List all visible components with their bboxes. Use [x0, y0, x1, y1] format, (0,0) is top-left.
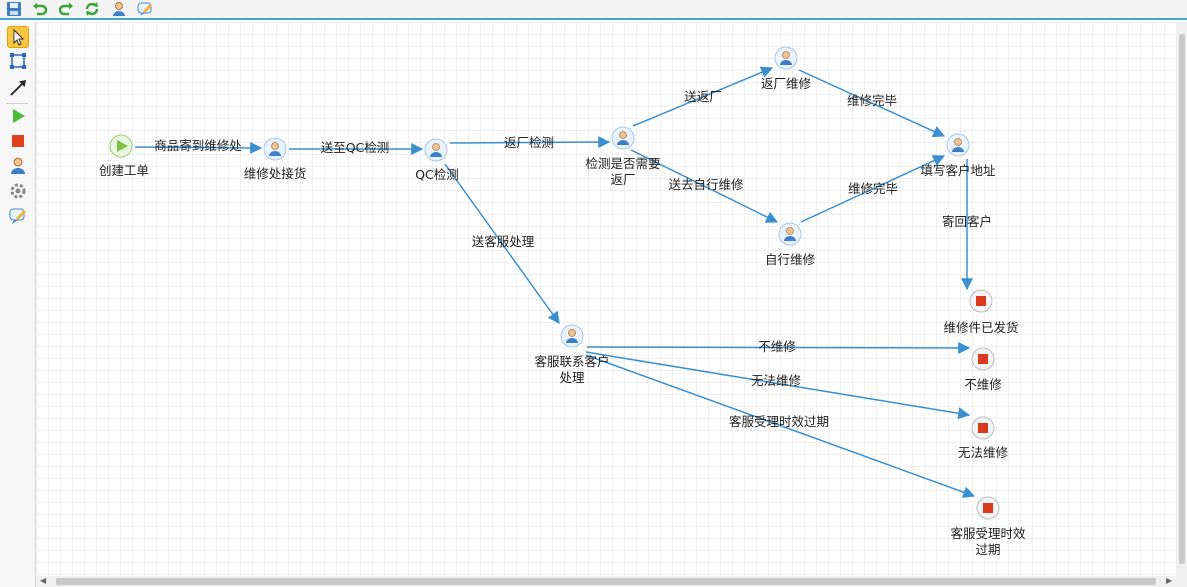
edge-label: 送返厂	[684, 89, 722, 104]
edge-label: 返厂检测	[504, 135, 554, 150]
edge-line[interactable]	[798, 69, 946, 137]
edge-label: 送至QC检测	[321, 140, 390, 155]
edge-line[interactable]	[632, 66, 774, 127]
edge[interactable]: 维修完毕	[798, 69, 946, 137]
node-shipped[interactable]: 维修件已发货	[943, 289, 1019, 335]
edge-line[interactable]	[800, 155, 946, 223]
node-label: 维修件已发货	[943, 320, 1018, 335]
edge-line[interactable]	[444, 163, 560, 324]
edge[interactable]: 送去自行维修	[630, 149, 779, 223]
vertical-scrollbar[interactable]	[1177, 22, 1187, 576]
node-factory-repair[interactable]: 返厂维修	[761, 46, 812, 91]
marquee-tool-icon[interactable]	[8, 51, 28, 71]
edge-label: 不维修	[758, 339, 796, 354]
node-label: 创建工单	[99, 163, 149, 178]
redo-icon[interactable]	[58, 1, 74, 17]
connection-tool-icon[interactable]	[8, 78, 28, 98]
start-node-tool-icon[interactable]	[8, 106, 28, 126]
user-icon[interactable]	[111, 1, 127, 17]
edge[interactable]: 维修完毕	[800, 155, 946, 223]
select-tool-icon[interactable]	[7, 26, 29, 48]
user-task-tool-icon[interactable]	[8, 156, 28, 176]
edge[interactable]: 客服受理时效过期	[585, 354, 976, 498]
scroll-left-icon[interactable]: ◀	[40, 576, 47, 585]
edge[interactable]: 无法维修	[585, 351, 971, 420]
node-expired[interactable]: 客服受理时效过期	[950, 496, 1026, 557]
node-label: 客服联系客户	[534, 354, 609, 369]
edge-label: 送去自行维修	[668, 177, 744, 192]
edge-line[interactable]	[586, 341, 971, 354]
edge[interactable]: 商品寄到维修处	[134, 138, 263, 154]
edge-label: 送客服处理	[472, 234, 535, 249]
edge[interactable]: 送客服处理	[444, 163, 560, 324]
edge[interactable]: 送至QC检测	[289, 140, 424, 155]
node-label: 填写客户地址	[920, 163, 996, 178]
toolbar	[0, 0, 1187, 20]
node-label: 客服受理时效	[950, 526, 1026, 541]
edge-label: 维修完毕	[847, 93, 897, 108]
node-label: 无法维修	[958, 445, 1009, 460]
node-no-repair[interactable]: 不维修	[964, 347, 1002, 392]
node-cannot-repair[interactable]: 无法维修	[958, 416, 1009, 460]
edge-line[interactable]	[449, 136, 611, 149]
node-label: 返厂维修	[761, 76, 812, 91]
edge-line[interactable]	[630, 149, 779, 223]
node-label: QC检测	[415, 167, 459, 182]
node-label: 检测是否需要	[585, 156, 660, 171]
horizontal-scrollbar[interactable]: ◀ ▶	[36, 576, 1187, 587]
service-task-tool-icon[interactable]	[8, 181, 28, 201]
tool-palette	[0, 22, 36, 587]
node-label: 返厂	[610, 172, 635, 187]
node-label: 处理	[559, 370, 585, 385]
comment-tool-icon[interactable]	[8, 206, 28, 226]
node-label: 过期	[975, 542, 1000, 557]
node-fill-address[interactable]: 填写客户地址	[920, 133, 996, 178]
workflow-diagram: 商品寄到维修处送至QC检测返厂检测送返厂送去自行维修维修完毕维修完毕寄回客户送客…	[99, 46, 1026, 557]
edges-layer: 商品寄到维修处送至QC检测返厂检测送返厂送去自行维修维修完毕维修完毕寄回客户送客…	[134, 66, 992, 498]
edge[interactable]: 送返厂	[632, 66, 774, 127]
node-label: 维修处接货	[244, 166, 307, 181]
edge-label: 商品寄到维修处	[154, 138, 242, 153]
edge-line[interactable]	[585, 354, 976, 498]
edge-line[interactable]	[585, 351, 971, 420]
vertical-scroll-thumb[interactable]	[1179, 34, 1185, 564]
edge-line[interactable]	[134, 141, 263, 154]
node-label: 不维修	[964, 377, 1002, 392]
edge-label: 维修完毕	[848, 181, 898, 196]
edge[interactable]: 不维修	[586, 339, 971, 354]
node-self-repair[interactable]: 自行维修	[765, 222, 816, 267]
undo-icon[interactable]	[32, 1, 48, 17]
edge[interactable]: 寄回客户	[942, 159, 992, 291]
edge[interactable]: 返厂检测	[449, 135, 611, 150]
node-repair-receive[interactable]: 维修处接货	[244, 137, 307, 181]
diagram-canvas[interactable]: 商品寄到维修处送至QC检测返厂检测送返厂送去自行维修维修完毕维修完毕寄回客户送客…	[36, 22, 1177, 576]
node-create-order[interactable]: 创建工单	[99, 134, 149, 178]
edge-label: 客服受理时效过期	[729, 414, 829, 429]
horizontal-scroll-thumb[interactable]	[56, 578, 1156, 585]
comment-icon[interactable]	[137, 1, 153, 17]
edge-label: 寄回客户	[942, 214, 992, 229]
save-icon[interactable]	[6, 1, 22, 17]
refresh-icon[interactable]	[84, 1, 100, 17]
edge-label: 无法维修	[751, 373, 802, 388]
node-label: 自行维修	[765, 252, 816, 267]
end-node-tool-icon[interactable]	[8, 131, 28, 151]
scroll-right-icon[interactable]: ▶	[1166, 576, 1173, 585]
node-qc[interactable]: QC检测	[415, 138, 459, 182]
